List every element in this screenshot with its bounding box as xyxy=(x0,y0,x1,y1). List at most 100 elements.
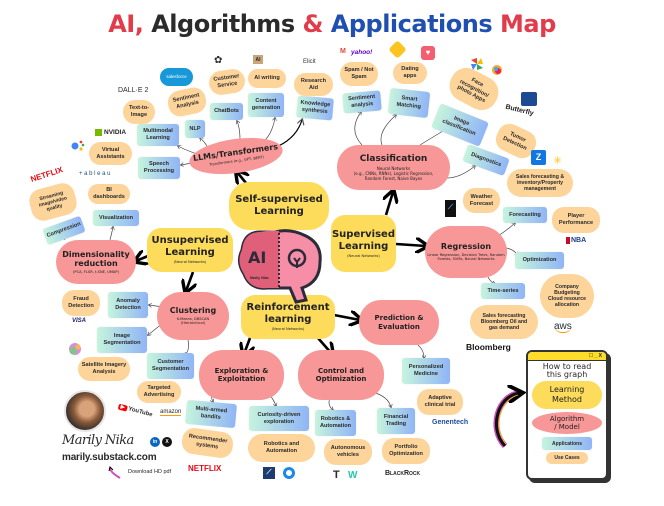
usecase-weather-forecast: Weather Forecast xyxy=(463,188,500,213)
waymo-icon: W xyxy=(348,470,358,481)
usecase-sales-bloomberg: Sales forecasting Bloomberg Oil and gas … xyxy=(470,305,538,339)
tesla-icon: T xyxy=(333,469,340,481)
robotics-logo-1: ⟋ xyxy=(263,467,275,479)
elicit-logo: Elicit xyxy=(303,59,316,65)
app-personalized-medicine: Personalized Medicine xyxy=(402,358,450,384)
usecase-sales-inventory: Sales forecasting & inventory/Property m… xyxy=(507,169,573,197)
genentech-logo: Genentech xyxy=(432,419,469,426)
app-visualization: Visualization xyxy=(93,210,139,226)
tableau-logo: + a b l e a u xyxy=(79,171,111,177)
app-image-segmentation: Image Segmentation xyxy=(97,327,147,353)
legend-algorithm: Algorithm / Model xyxy=(532,412,602,434)
app-anomaly-detection: Anomaly Detection xyxy=(108,292,148,318)
app-optimization: Optimization xyxy=(515,252,564,269)
app-time-series: Time-series xyxy=(481,283,525,299)
usecase-virtual-assistants: Virtual Assistants xyxy=(89,142,132,165)
usecase-fraud-detection: Fraud Detection xyxy=(62,290,100,316)
usecase-robotics-automation: Robotics and Automation xyxy=(248,434,315,462)
usecase-portfolio-optimization: Portfolio Optimization xyxy=(382,438,430,464)
title-ai: AI, xyxy=(108,10,144,38)
method-label: Supervised Learning xyxy=(331,228,396,252)
yahoo-logo: yahoo! xyxy=(351,49,373,56)
nba-logo: NBA xyxy=(566,237,586,244)
method-self-supervised: Self-supervised Learning xyxy=(229,182,329,230)
algo-label: Regression xyxy=(440,242,492,252)
arrow-sup-to-reg xyxy=(395,244,426,246)
arrow-unsup-to-dim xyxy=(136,256,148,261)
usecase-adaptive-clinical: Adaptive clinical trial xyxy=(417,389,463,415)
legend-title: How to read this graph xyxy=(542,362,592,379)
app-robotics-automation: Robotics & Automation xyxy=(315,410,356,436)
app-nlp: NLP xyxy=(185,120,205,138)
netflix-logo-bottom: NETFLIX xyxy=(188,464,222,473)
gmail-logo: M xyxy=(340,48,346,55)
usecase-spam: Spam / Not Spam xyxy=(340,62,378,86)
ai-writer-logo: AI xyxy=(253,55,263,64)
usecase-bi-dashboards: BI dashboards xyxy=(88,184,130,204)
title-algorithms: Algorithms xyxy=(151,10,295,38)
legend-applications: Applications xyxy=(542,437,592,450)
algo-label: Clustering xyxy=(169,306,217,316)
app-forecasting: Forecasting xyxy=(503,207,547,223)
method-label: Self-supervised Learning xyxy=(235,194,323,217)
author-photo xyxy=(64,390,106,432)
legend-learning-method: Learning Method xyxy=(532,381,602,409)
dalle-logo: DALL·E 2 xyxy=(118,87,149,94)
algo-label: Exploration & Exploitation xyxy=(214,366,269,383)
title-applications: Applications xyxy=(330,10,493,38)
usecase-dating-apps: Dating apps xyxy=(393,62,427,84)
method-reinforcement: Reinforcement learning(Neural Networks) xyxy=(241,295,335,339)
usecase-satellite-imagery: Satellite Imagery Analysis xyxy=(78,357,130,381)
app-curiosity-driven: Curiosity-driven exploration xyxy=(249,406,309,431)
method-label: Reinforcement learning xyxy=(246,302,330,326)
linkedin-icon[interactable]: in xyxy=(150,437,160,447)
brain-signature: Marily Nika xyxy=(250,276,269,280)
usecase-player-performance: Player Performance xyxy=(552,207,600,233)
arrow-self-to-llms xyxy=(237,172,246,183)
method-unsupervised: Unsupervised Learning(Neural Networks) xyxy=(147,228,233,272)
aws-logo: aws xyxy=(554,321,572,333)
amazon-logo: amazon xyxy=(160,409,182,416)
app-financial-trading: Financial Trading xyxy=(377,408,415,434)
algo-sub: K-Means, DBSCAN (Hierarchical) xyxy=(176,316,210,326)
author-url[interactable]: marily.substack.com xyxy=(62,452,157,463)
arrow-sup-to-class xyxy=(386,192,393,216)
method-sub: (Neural Networks) xyxy=(173,260,207,265)
method-label: Unsupervised Learning xyxy=(151,235,229,259)
download-link[interactable]: Download HD pdf xyxy=(128,469,172,475)
bbc-icon: ⟋ xyxy=(445,200,456,217)
salesforce-text: salesforce xyxy=(166,74,187,80)
app-speech-processing: Speech Processing xyxy=(138,157,180,179)
robotics-logo-2 xyxy=(283,467,295,479)
algo-dimensionality: Dimensionality reduction(PCA, FLSR, t-SN… xyxy=(56,240,136,284)
algo-label: Prediction & Evaluation xyxy=(374,314,424,331)
usecase-company-budgeting: Company Budgeting Cloud resource allocat… xyxy=(540,274,594,318)
brain-ai-label: AI xyxy=(248,248,267,267)
legend-window: ☐ _ X How to read this graph Learning Me… xyxy=(526,350,608,480)
title-map: Map xyxy=(500,10,556,38)
linkedin-text: in xyxy=(152,439,158,445)
title-amp: & xyxy=(302,10,323,38)
zillow-icon: Z xyxy=(531,150,546,165)
app-multimodal: Multimodal Learning xyxy=(137,124,179,146)
usecase-targeted-advertising: Targeted Advertising xyxy=(137,381,181,403)
medical-logo xyxy=(521,92,537,106)
legend-use-cases: Use Cases xyxy=(546,452,588,464)
algo-control: Control and Optimization xyxy=(298,350,384,400)
dating-app-icon: ♥ xyxy=(421,46,435,60)
x-icon[interactable]: X xyxy=(162,437,172,447)
usecase-text-to-image: Text-to- Image xyxy=(123,100,155,124)
app-content-generation: Content generation xyxy=(248,93,284,117)
algo-label: Classification xyxy=(359,154,428,165)
algo-prediction: Prediction & Evaluation xyxy=(359,300,439,345)
nvidia-logo: NVIDIA xyxy=(95,129,126,136)
legend-window-controls[interactable]: ☐ _ X xyxy=(528,352,606,361)
algo-sub: (PCA, FLSR, t-SNE, UMAP) xyxy=(73,269,119,274)
